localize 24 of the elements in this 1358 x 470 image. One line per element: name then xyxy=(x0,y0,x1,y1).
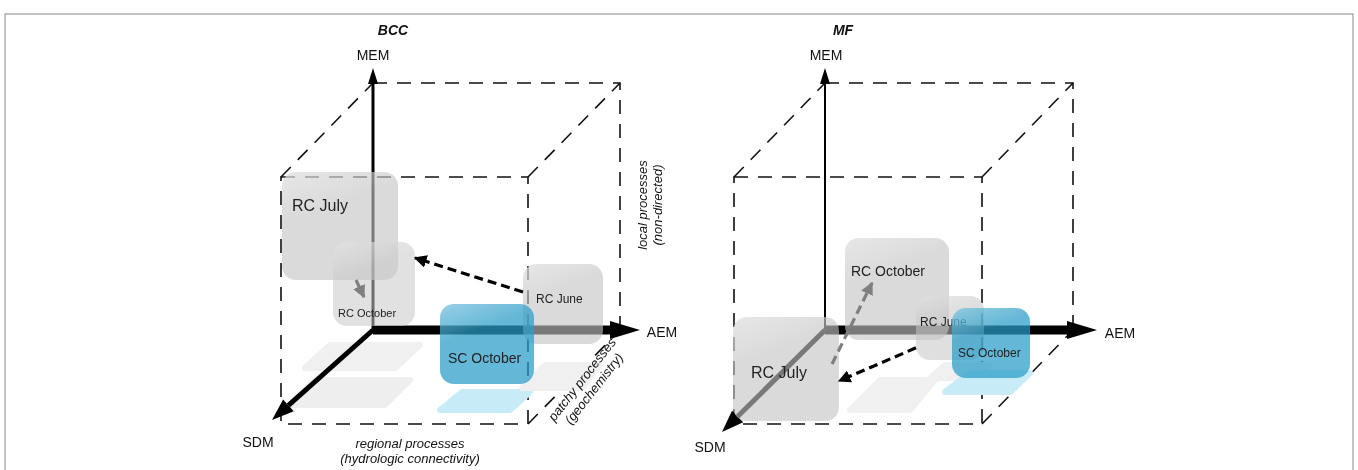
axis-label: MEM xyxy=(809,47,843,63)
box-label: RC July xyxy=(751,364,807,382)
box-label: SC October xyxy=(958,346,1021,360)
rounded-box xyxy=(333,242,415,326)
arrow xyxy=(413,255,524,294)
box-label: RC July xyxy=(292,197,348,215)
axis-label: AEM xyxy=(646,324,678,340)
rounded-box xyxy=(733,317,839,421)
axis-label: SDM xyxy=(694,439,726,455)
axis-label: AEM xyxy=(1104,325,1136,341)
axis-label: MEM xyxy=(356,47,390,63)
arrow xyxy=(830,281,874,365)
box-label: RC October xyxy=(851,263,925,279)
process-annotation: regional processes (hydrologic connectivity) xyxy=(339,436,481,466)
axis-label: SDM xyxy=(242,434,274,450)
box-label: SC October xyxy=(448,350,522,366)
rounded-box xyxy=(282,172,398,280)
panel-title: BCC xyxy=(377,22,409,38)
process-annotation: local processes (non-directed) xyxy=(635,159,665,252)
panel-title: MF xyxy=(832,22,854,38)
arrow xyxy=(837,346,917,383)
box-label: RC June xyxy=(536,292,583,306)
arrow xyxy=(353,279,366,299)
rounded-box xyxy=(440,304,534,384)
